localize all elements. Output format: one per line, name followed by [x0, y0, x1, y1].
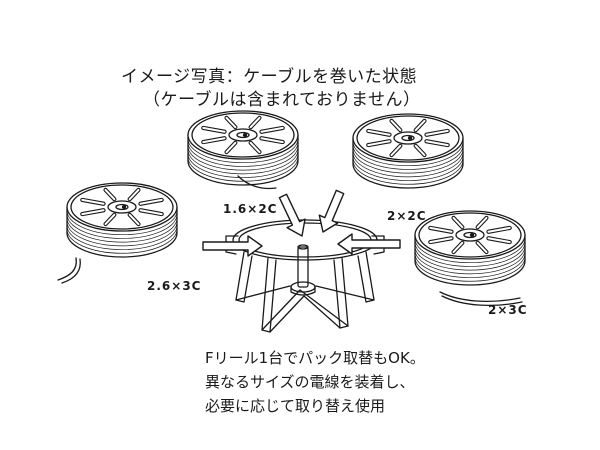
cable-reel-2x3c [414, 210, 526, 286]
reel-label-2x3c: 2×3C [488, 303, 528, 317]
reel-stand-icon [225, 219, 385, 333]
description-line-1: Fリール1台でパック取替もOK。 [205, 349, 425, 367]
arrow-from-left [202, 235, 263, 257]
reel-label-2.6x3c: 2.6×3C [147, 279, 202, 293]
reel-label-2x2c: 2×2C [387, 209, 427, 223]
description-line-3: 必要に応じて取り替え使用 [205, 397, 386, 415]
arrow-icon [202, 189, 401, 257]
cable-tail-right [439, 291, 521, 303]
arrow-from-right [337, 233, 401, 255]
cable-reel-2.6x3c [66, 182, 178, 258]
title-line-2: （ケーブルは含まれておりません） [143, 90, 421, 110]
cable-reel-1.6x2c [187, 110, 299, 186]
description-line-2: 異なるサイズの電線を装着し、 [205, 373, 415, 391]
arrow-from-top-right [318, 189, 345, 233]
cable-tail-top [237, 175, 277, 190]
title-line-1: イメージ写真：ケーブルを巻いた状態 [121, 67, 418, 87]
cable-reel-2x2c [352, 113, 464, 189]
arrow-from-top-left [278, 193, 306, 237]
cable-tail-left [57, 257, 77, 281]
reel-label-1.6x2c: 1.6×2C [223, 202, 278, 216]
